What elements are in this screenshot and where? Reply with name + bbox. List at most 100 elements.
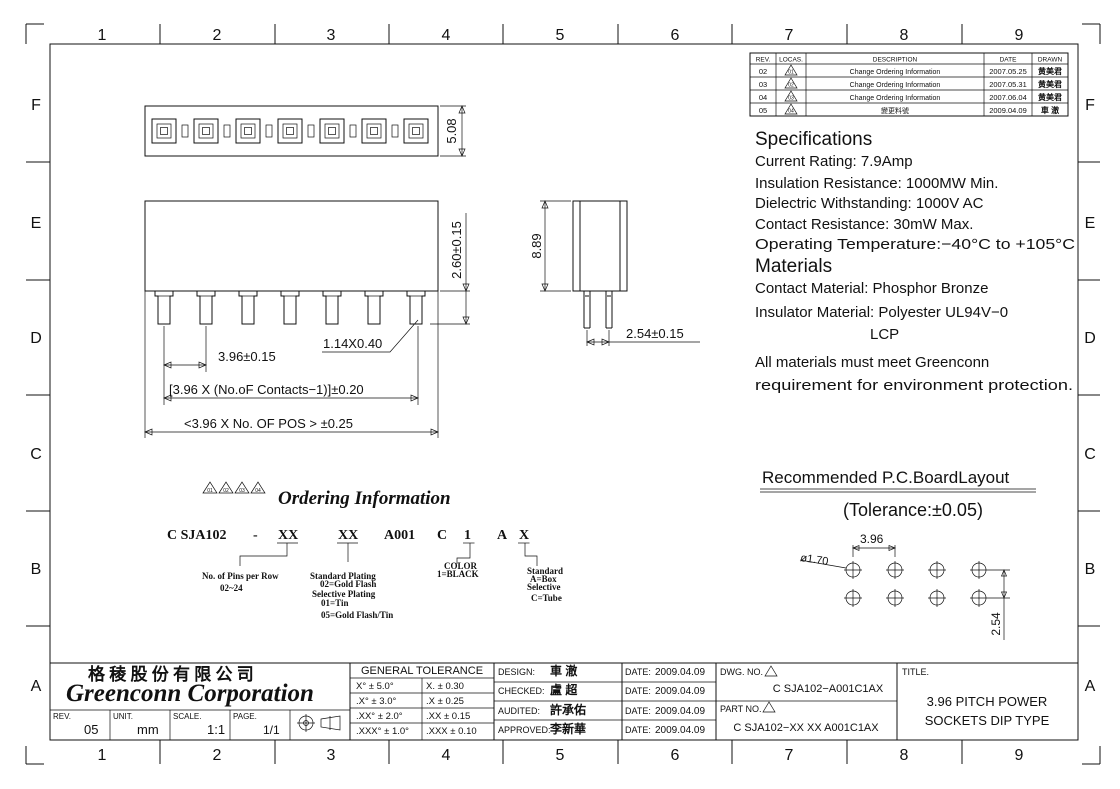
grid-row-label: F (31, 97, 41, 114)
grid-column-label: 3 (327, 747, 336, 764)
rev-row-locas: 02 (788, 83, 794, 89)
tolerance-angle: .XX° ± 2.0° (356, 711, 403, 722)
signoff-name: 李新華 (549, 721, 586, 736)
grid-row-label: B (31, 561, 42, 578)
date-label: DATE: (625, 725, 651, 735)
rev-row-number: 03 (759, 80, 767, 89)
ordering-note: 02=Gold Flash (320, 579, 376, 589)
grid-ticks (26, 24, 1100, 764)
title-label: TITLE. (902, 667, 929, 677)
grid-row-label: D (30, 330, 42, 347)
grid-row-label: B (1085, 561, 1096, 578)
ordering-code-segment: XX (338, 528, 358, 543)
revision-triangle-icon (784, 64, 798, 76)
ordering-badge-label: 01 (207, 488, 213, 494)
grid-row-label: A (31, 678, 42, 695)
grid-column-label: 7 (785, 747, 794, 764)
grid-column-label: 2 (213, 747, 222, 764)
ordering-code-segment: XX (278, 528, 298, 543)
revision-marker-icon (764, 665, 778, 677)
company-name-en: Greenconn Corporation (66, 680, 314, 707)
rev-row-drawn: 黄美君 (1038, 66, 1062, 76)
rev-row-description: 變更料號 (881, 106, 909, 115)
ordering-note: 02~24 (220, 583, 243, 593)
grid-column-label: 3 (327, 27, 336, 44)
unit-value: mm (137, 722, 159, 737)
tolerance-linear: .XXX ± 0.10 (426, 726, 477, 737)
pcb-hole-size: ø1.70 (800, 552, 830, 568)
ordering-code-segment: A (497, 528, 508, 543)
ordering-code-segment: 1 (464, 528, 471, 543)
signoff-date: 2009.04.09 (655, 686, 705, 697)
rev-row-drawn: 黄美君 (1038, 92, 1062, 102)
rev-label: REV. (53, 712, 71, 721)
tolerance-angle: .XXX° ± 1.0° (356, 726, 409, 737)
ordering-badge-label: 02 (223, 488, 229, 494)
grid-column-label: 7 (785, 27, 794, 44)
dim-contacts-formula: [3.96 X (No.oF Contacts−1)]±0.20 (169, 382, 364, 397)
ordering-badge-label: 04 (255, 488, 261, 494)
signoff-date: 2009.04.09 (655, 667, 705, 678)
grid-column-label: 4 (442, 27, 451, 44)
material-line: Contact Material: Phosphor Bronze (755, 280, 988, 297)
ordering-note: 05=Gold Flash/Tin (321, 610, 393, 620)
grid-row-label: F (1085, 97, 1095, 114)
signoff-name: 許承佑 (550, 702, 586, 717)
rev-row-date: 2007.05.25 (989, 67, 1027, 76)
dim-side-pitch: 2.54±0.15 (626, 326, 684, 341)
rev-row-date: 2009.04.09 (989, 106, 1027, 115)
grid-column-label: 4 (442, 747, 451, 764)
spec-line: Dielectric Withstanding: 1000V AC (755, 195, 984, 212)
grid-row-label: D (1084, 330, 1096, 347)
signoff-date: 2009.04.09 (655, 725, 705, 736)
pcb-pitch: 3.96 (860, 532, 884, 546)
rev-row-number: 05 (759, 106, 767, 115)
ordering-code-segment: C SJA102 (167, 528, 227, 543)
dwg-number: C SJA102−A001C1AX (773, 683, 884, 695)
ordering-code-segment: - (253, 528, 258, 543)
ordering-code-segment: C (437, 528, 447, 543)
page-value: 1/1 (263, 723, 280, 737)
signoff-label: AUDITED: (498, 706, 540, 716)
ordering-note: Selective Plating (312, 589, 376, 599)
grid-column-label: 8 (900, 747, 909, 764)
tolerance-angle: X° ± 5.0° (356, 681, 394, 692)
revision-triangle-icon (250, 481, 266, 494)
date-label: DATE: (625, 706, 651, 716)
spec-line: Current Rating: 7.9Amp (755, 153, 913, 170)
rev-header-drawn: DRAWN (1038, 57, 1063, 64)
rev-row-description: Change Ordering Information (850, 95, 941, 102)
rev-row-locas: 03 (788, 96, 794, 102)
rev-row-description: Change Ordering Information (850, 82, 941, 89)
revision-triangle-icon (234, 481, 250, 494)
tolerance-linear: .XX ± 0.15 (426, 711, 470, 722)
dim-pitch: 3.96±0.15 (218, 349, 276, 364)
rev-row-date: 2007.06.04 (989, 93, 1027, 102)
revision-triangle-icon (784, 77, 798, 89)
tolerance-title: GENERAL TOLERANCE (361, 665, 483, 677)
revision-triangle-icon (784, 103, 798, 115)
side-view: 8.89 2.54±0.15 (529, 200, 700, 346)
ordering-note: C=Tube (531, 593, 562, 603)
spec-line: Operating Temperature:−40°C to +105°C (755, 236, 1075, 253)
rev-row-date: 2007.05.31 (989, 80, 1027, 89)
part-number: C SJA102−XX XX A001C1AX (733, 722, 879, 734)
grid-row-label: E (31, 215, 42, 232)
dwg-label: DWG. NO. (720, 667, 763, 677)
revision-triangle-icon (784, 90, 798, 102)
signoff-date: 2009.04.09 (655, 706, 705, 717)
ordering-note: COLOR (444, 561, 478, 571)
scale-label: SCALE. (173, 712, 201, 721)
grid-column-label: 6 (671, 747, 680, 764)
date-label: DATE: (625, 686, 651, 696)
specs-title: Specifications (755, 129, 872, 150)
dim-contact-height: 2.60±0.15 (449, 221, 464, 279)
revision-triangle-icon (218, 481, 234, 494)
spec-line: Insulation Resistance: 1000MW Min. (755, 175, 998, 192)
sheet-corner-marks (25, 23, 1101, 765)
revision-triangle-icon (202, 481, 218, 494)
signoff-label: CHECKED: (498, 686, 545, 696)
